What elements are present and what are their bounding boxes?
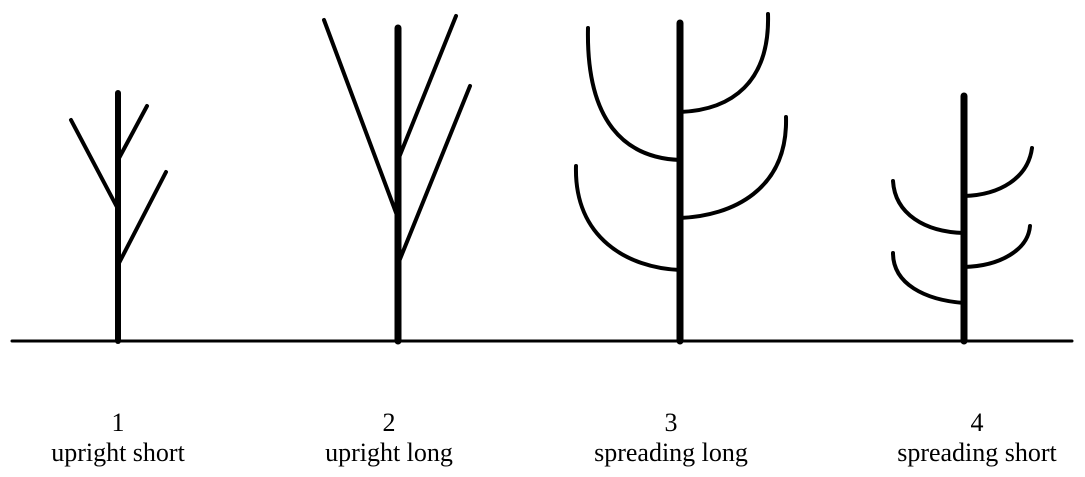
form-caption-2: 2 upright long	[279, 408, 499, 468]
branch	[69, 118, 120, 211]
tree-spreading-long	[573, 12, 789, 345]
form-name: upright long	[325, 438, 453, 467]
branch	[116, 104, 149, 162]
branch	[573, 164, 682, 272]
branch	[891, 179, 966, 235]
branch	[678, 115, 789, 220]
form-name: upright short	[51, 438, 185, 467]
form-name: spreading long	[594, 438, 748, 467]
form-name: spreading short	[897, 438, 1057, 467]
tree-upright-short	[69, 90, 168, 344]
form-caption-1: 1 upright short	[8, 408, 228, 468]
branch	[585, 26, 682, 162]
tree-upright-long	[322, 14, 472, 345]
form-number: 1	[111, 408, 125, 437]
form-caption-4: 4 spreading short	[867, 408, 1085, 468]
branch	[678, 12, 771, 114]
branch	[962, 224, 1032, 269]
branch	[396, 84, 472, 266]
branch	[396, 14, 458, 162]
form-number: 3	[664, 408, 678, 437]
form-number: 4	[970, 408, 984, 437]
branch	[116, 170, 168, 267]
branch	[322, 18, 400, 220]
form-number: 2	[382, 408, 396, 437]
branch	[891, 251, 966, 305]
branch	[962, 146, 1034, 198]
tree-spreading-short	[891, 92, 1034, 345]
form-caption-3: 3 spreading long	[561, 408, 781, 468]
